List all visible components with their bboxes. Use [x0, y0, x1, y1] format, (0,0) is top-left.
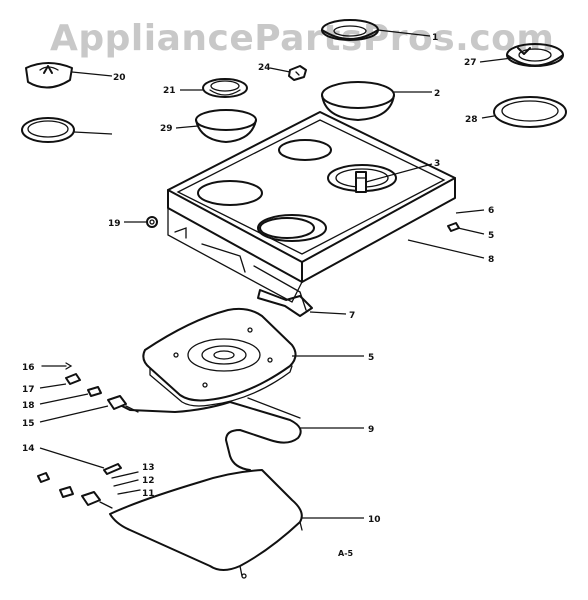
part-terminal-block-lower: [81, 491, 113, 509]
callout-18: 18: [22, 401, 35, 411]
part-wire-lead: [41, 362, 73, 370]
part-cooktop-main-top: [167, 111, 456, 311]
part-drip-pan-top: [321, 19, 379, 41]
part-connector-17: [65, 373, 81, 385]
part-connector-bottom-2: [59, 486, 74, 498]
callout-11: 11: [142, 489, 155, 499]
callout-20: 20: [113, 73, 126, 83]
part-connector-18: [87, 386, 102, 397]
part-small-leads: [111, 471, 141, 495]
part-heating-element-upper: [117, 397, 302, 471]
part-round-fastener: [146, 216, 158, 228]
callout-17: 17: [22, 385, 35, 395]
part-drip-bowl-small: [195, 109, 257, 143]
leader-lines: [39, 29, 513, 519]
callout-16: 16: [22, 363, 35, 373]
part-small-burner: [202, 78, 248, 98]
part-bar-14: [103, 463, 122, 475]
callout-19: 19: [108, 219, 121, 229]
callout-27: 27: [464, 58, 477, 68]
callout-13: 13: [142, 463, 155, 473]
callout-labels: 1 20 21 24 2 27 29 28 3 19 6 5 8 7 5 9 1…: [22, 33, 494, 558]
part-drip-bowl-large: [321, 81, 395, 121]
part-heat-plate: [142, 307, 297, 407]
part-trim-ring-left: [21, 117, 75, 143]
callout-24: 24: [258, 63, 271, 73]
part-screw: [447, 222, 460, 232]
part-front-bracket: [257, 289, 313, 317]
part-connector-bottom-1: [37, 472, 50, 483]
watermark-text: AppliancePartsPros.com: [50, 18, 555, 59]
callout-28: 28: [465, 115, 478, 125]
callout-5: 5: [368, 353, 374, 363]
callout-2: 2: [434, 89, 440, 99]
page-code: A-5: [338, 549, 354, 558]
part-heating-element-lower: [109, 469, 303, 579]
callout-6: 6: [488, 206, 494, 216]
callout-5-screw: 5: [488, 231, 494, 241]
part-drip-pan-left: [25, 62, 73, 89]
part-terminal-block: [107, 395, 139, 413]
callout-9: 9: [368, 425, 374, 435]
callout-7: 7: [349, 311, 355, 321]
callout-12: 12: [142, 476, 155, 486]
part-drip-pan-right: [506, 43, 564, 67]
callout-10: 10: [368, 515, 381, 525]
callout-29: 29: [160, 124, 173, 134]
callout-1: 1: [432, 33, 438, 43]
callout-15: 15: [22, 419, 35, 429]
part-trim-ring-right: [493, 96, 567, 128]
callout-8: 8: [488, 255, 494, 265]
callout-3: 3: [434, 159, 440, 169]
callout-14: 14: [22, 444, 35, 454]
part-terminal-clip: [288, 65, 307, 81]
callout-21: 21: [163, 86, 176, 96]
